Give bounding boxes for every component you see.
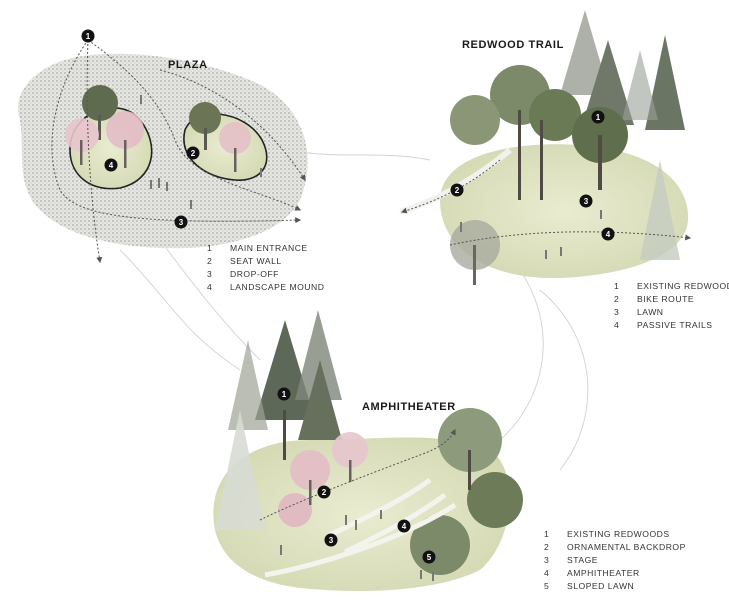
plaza-trees (65, 85, 251, 172)
redwood-trees (450, 10, 685, 285)
svg-text:3: 3 (584, 197, 589, 206)
amphitheater-marker-4: 4 (397, 519, 411, 533)
svg-text:1: 1 (596, 113, 601, 122)
svg-text:4: 4 (109, 161, 114, 170)
svg-text:3: 3 (329, 536, 334, 545)
svg-text:1: 1 (282, 390, 287, 399)
amphitheater-vignette: 1 2 3 4 5 (213, 310, 523, 591)
amphitheater-marker-1: 1 (277, 387, 291, 401)
redwood-marker-4: 4 (601, 227, 615, 241)
svg-text:2: 2 (322, 488, 327, 497)
svg-text:4: 4 (606, 230, 611, 239)
svg-text:2: 2 (191, 149, 196, 158)
amphitheater-title: AMPHITHEATER (362, 401, 456, 413)
plaza-title: PLAZA (168, 59, 208, 71)
redwood-people (460, 210, 602, 259)
plaza-vignette: 1 2 3 4 (18, 29, 308, 264)
redwood-trail-title: REDWOOD TRAIL (462, 39, 564, 51)
plaza-marker-4: 4 (104, 158, 118, 172)
redwood-marker-3: 3 (579, 194, 593, 208)
redwood-marker-1: 1 (591, 110, 605, 124)
svg-text:2: 2 (455, 186, 460, 195)
plaza-people (140, 95, 262, 209)
plaza-marker-3: 3 (174, 215, 188, 229)
svg-text:4: 4 (402, 522, 407, 531)
redwood-lawn (440, 144, 689, 279)
svg-text:1: 1 (86, 32, 91, 41)
amphitheater-trees (215, 310, 523, 575)
plaza-marker-2: 2 (186, 146, 200, 160)
plaza-marker-1: 1 (81, 29, 95, 43)
amphitheater-trail (259, 428, 456, 521)
svg-text:3: 3 (179, 218, 184, 227)
amphitheater-marker-2: 2 (317, 485, 331, 499)
amphitheater-marker-5: 5 (422, 550, 436, 564)
svg-text:5: 5 (427, 553, 432, 562)
redwood-marker-2: 2 (450, 183, 464, 197)
connector-paths (119, 149, 589, 471)
amphitheater-people (280, 510, 434, 581)
amphitheater-seating (264, 477, 457, 578)
redwood-trail-vignette: 1 2 3 4 (399, 10, 692, 285)
amphitheater-marker-3: 3 (324, 533, 338, 547)
